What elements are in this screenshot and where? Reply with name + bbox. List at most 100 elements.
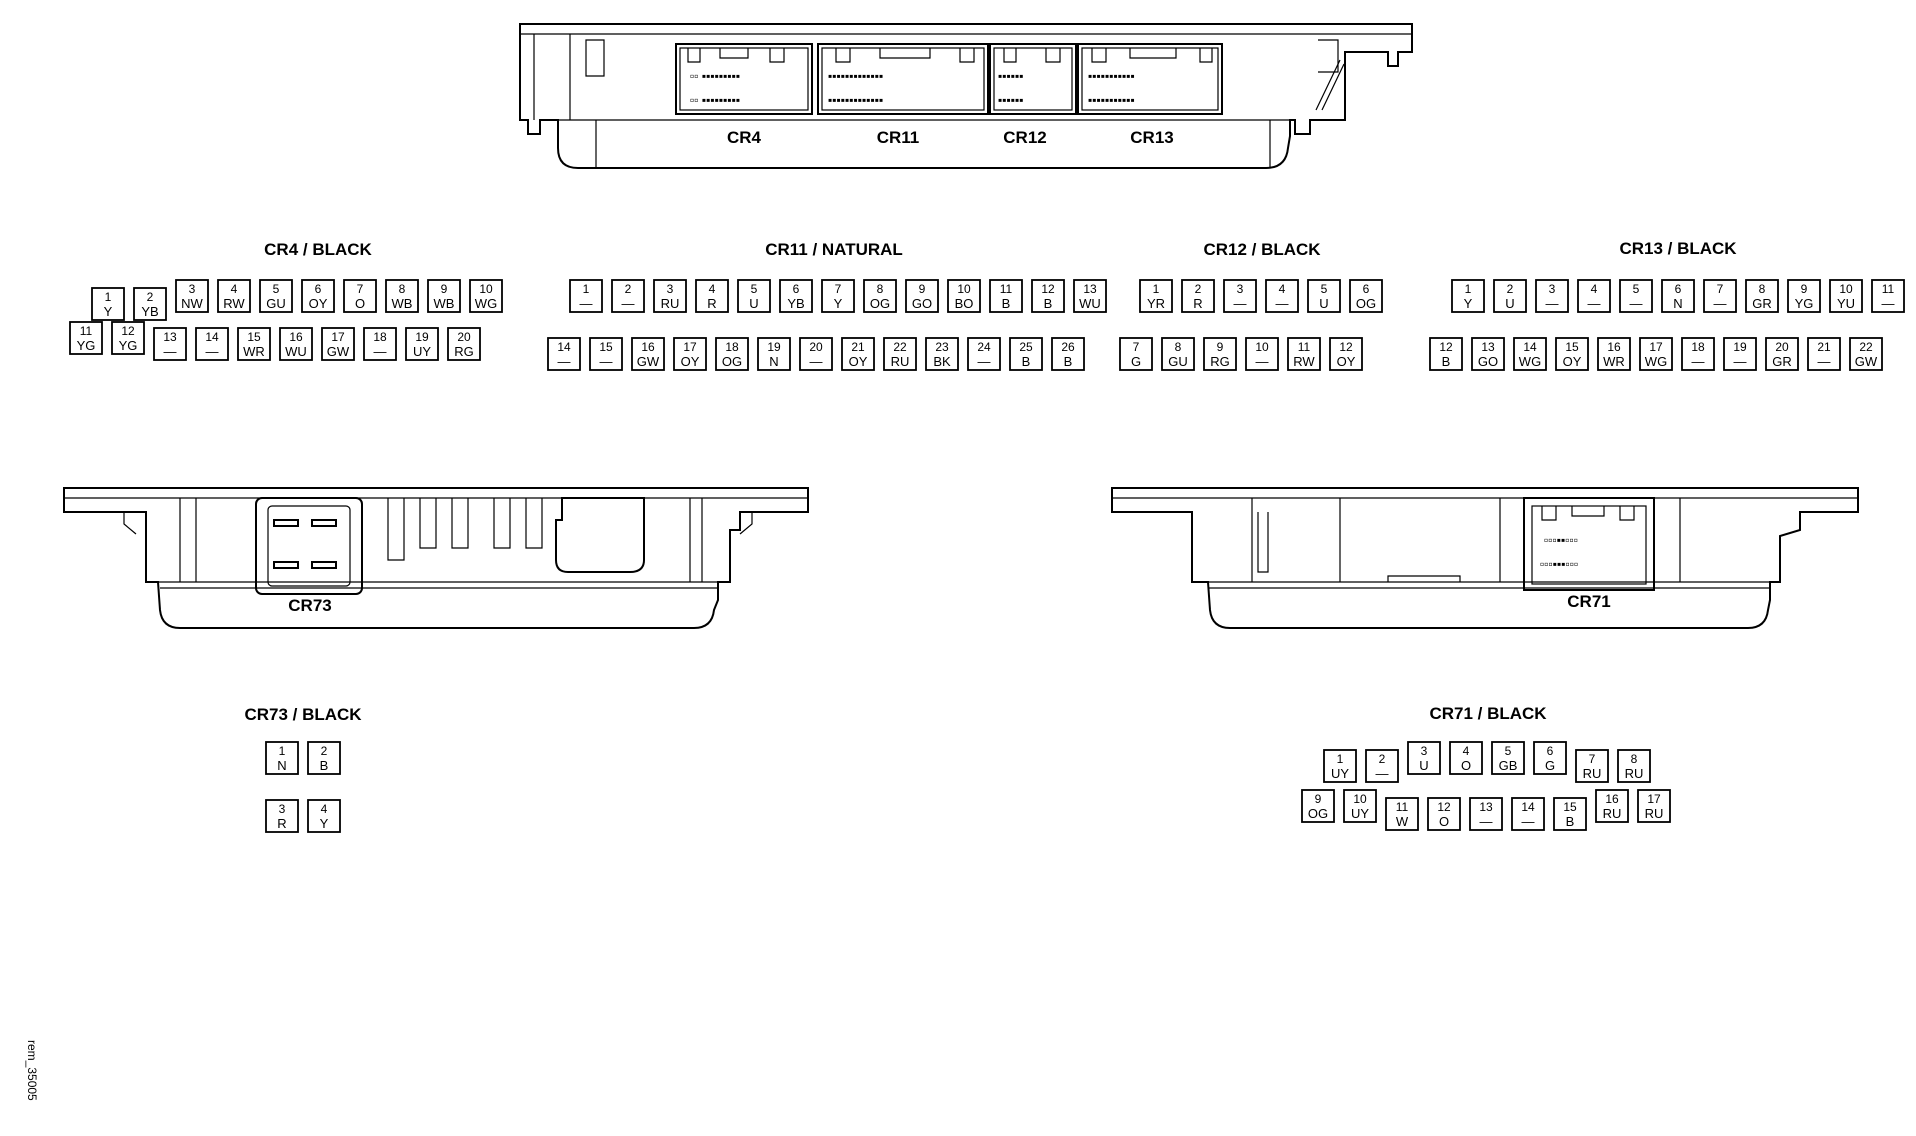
pin-box (265, 799, 299, 833)
pin-wire-color: — (1522, 814, 1535, 829)
cr71-pin-9: 9OG (1301, 789, 1335, 823)
cr13-pin-9: 9YG (1787, 279, 1821, 313)
cr4-pin-3: 3NW (175, 279, 209, 313)
pin-box (1511, 797, 1545, 831)
pin-box (883, 337, 917, 371)
cr71-pin-3: 3U (1407, 741, 1441, 775)
pin-number: 6 (1675, 282, 1682, 296)
pin-number: 22 (1859, 340, 1873, 354)
pin-wire-color: NW (181, 296, 203, 311)
pin-wire-color: OY (1563, 354, 1582, 369)
cr71-pin-1: 1UY (1323, 749, 1357, 783)
svg-text:▫▫ ▪▪▪▪▪▪▪▪▪: ▫▫ ▪▪▪▪▪▪▪▪▪ (690, 93, 740, 107)
pin-box (133, 287, 167, 321)
pin-number: 3 (279, 802, 286, 816)
pin-wire-color: — (600, 354, 613, 369)
pin-box (301, 279, 335, 313)
pin-wire-color: WG (475, 296, 497, 311)
pin-number: 11 (1396, 800, 1409, 814)
pin-wire-color: Y (104, 304, 113, 319)
pin-wire-color: GR (1752, 296, 1772, 311)
pin-box (589, 337, 623, 371)
pin-wire-color: O (1461, 758, 1471, 773)
pin-number: 11 (1000, 282, 1013, 296)
pin-wire-color: YG (77, 338, 96, 353)
pin-number: 2 (1379, 752, 1386, 766)
pin-wire-color: W (1396, 814, 1409, 829)
pin-number: 6 (315, 282, 322, 296)
pin-number: 22 (893, 340, 907, 354)
pin-box (1469, 797, 1503, 831)
pin-box (841, 337, 875, 371)
cr73-pin-4: 4Y (307, 799, 341, 833)
svg-text:▫▫▫▪▪▪▫▫▫: ▫▫▫▪▪▪▫▫▫ (1540, 557, 1578, 571)
pin-number: 16 (289, 330, 303, 344)
svg-text:▪▪▪▪▪▪▪▪▪▪▪▪▪: ▪▪▪▪▪▪▪▪▪▪▪▪▪ (828, 69, 883, 83)
cr12-title: CR12 / BLACK (1203, 240, 1321, 259)
cr11-pin-24: 24— (967, 337, 1001, 371)
cr11-pin-9: 9GO (905, 279, 939, 313)
pin-wire-color: — (580, 296, 593, 311)
cr13-pin-21: 21— (1807, 337, 1841, 371)
pin-box (947, 279, 981, 313)
cr4-pin-7: 7O (343, 279, 377, 313)
pin-box (1429, 337, 1463, 371)
cr4-pin-18: 18— (363, 327, 397, 361)
pin-wire-color: — (1588, 296, 1601, 311)
pin-number: 13 (1083, 282, 1097, 296)
pin-wire-color: GO (912, 296, 932, 311)
pin-box (799, 337, 833, 371)
pin-wire-color: GR (1772, 354, 1792, 369)
pin-box (737, 279, 771, 313)
pin-wire-color: U (1419, 758, 1428, 773)
pin-wire-color: RU (1583, 766, 1602, 781)
pin-number: 4 (1279, 282, 1286, 296)
pin-box (779, 279, 813, 313)
svg-text:▪▪▪▪▪▪: ▪▪▪▪▪▪ (998, 93, 1024, 107)
pin-box (265, 741, 299, 775)
pin-number: 18 (725, 340, 739, 354)
cr11-view-label: CR11 (877, 128, 920, 147)
cr11-pin-7: 7Y (821, 279, 855, 313)
cr4-pin-2: 2YB (133, 287, 167, 321)
cr13-pin-11: 11— (1871, 279, 1905, 313)
svg-text:▪▪▪▪▪▪▪▪▪▪▪: ▪▪▪▪▪▪▪▪▪▪▪ (1088, 69, 1135, 83)
pin-box (611, 279, 645, 313)
cr11-pin-20: 20— (799, 337, 833, 371)
pin-box (1849, 337, 1883, 371)
pin-box (1617, 749, 1651, 783)
cr71-pin-5: 5GB (1491, 741, 1525, 775)
pin-wire-color: N (769, 354, 778, 369)
pin-wire-color: G (1131, 354, 1141, 369)
pin-box (1807, 337, 1841, 371)
pin-box (237, 327, 271, 361)
pin-number: 14 (1523, 340, 1537, 354)
cr71-pin-12: 12O (1427, 797, 1461, 831)
pin-box (863, 279, 897, 313)
pin-wire-color: GU (266, 296, 286, 311)
pin-wire-color: OG (722, 354, 742, 369)
pin-box (469, 279, 503, 313)
cr71-title: CR71 / BLACK (1429, 704, 1547, 723)
pin-box (1595, 789, 1629, 823)
pin-number: 5 (1321, 282, 1328, 296)
pin-box (1385, 797, 1419, 831)
pin-number: 10 (1255, 340, 1269, 354)
pin-box (1553, 797, 1587, 831)
pin-number: 12 (1041, 282, 1055, 296)
pin-box (1181, 279, 1215, 313)
pin-wire-color: WU (1079, 296, 1101, 311)
pin-number: 7 (1133, 340, 1140, 354)
pin-number: 12 (1439, 340, 1453, 354)
pin-number: 6 (793, 282, 800, 296)
pin-wire-color: — (1630, 296, 1643, 311)
